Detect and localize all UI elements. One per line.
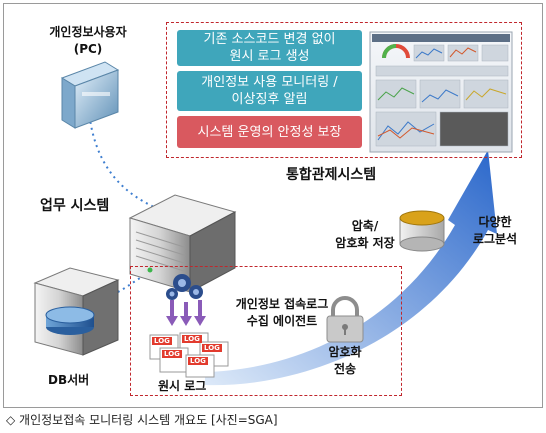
agent-gear-icon — [166, 274, 203, 300]
pc-user-icon — [60, 61, 120, 129]
compress-encrypt-store-label: 압축/ 암호화 저장 — [335, 219, 395, 250]
dashboard-screenshot — [369, 31, 513, 153]
collect-arrows — [166, 300, 206, 326]
work-system-label: 업무 시스템 — [40, 198, 110, 214]
db-server-label: DB서버 — [48, 373, 90, 387]
lock-icon — [326, 296, 364, 343]
db-connection-dotted-line — [104, 271, 151, 299]
work-system-server-icon — [128, 194, 237, 293]
db-server-icon — [33, 267, 120, 356]
encrypt-transfer-label: 암호화 전송 — [328, 345, 362, 376]
log-analysis-label: 다양한 로그분석 — [472, 215, 518, 246]
log-tag: LOG — [188, 357, 208, 365]
log-tag: LOG — [202, 344, 222, 352]
agent-label: 개인정보 접속로그 수집 에이전트 — [235, 297, 329, 328]
log-tag: LOG — [152, 337, 172, 345]
integrated-system-dashed-frame — [166, 22, 522, 158]
storage-cylinder-icon — [399, 210, 445, 252]
raw-log-label: 원시 로그 — [158, 379, 207, 393]
feature-box-1: 기존 소스코드 변경 없이 원시 로그 생성 — [177, 30, 362, 66]
feature-box-2: 개인정보 사용 모니터링 / 이상징후 알림 — [177, 71, 362, 111]
figure-caption: ◇ 개인정보접속 모니터링 시스템 개요도 [사진=SGA] — [6, 413, 278, 427]
feature-box-3: 시스템 운영의 안정성 보장 — [177, 116, 362, 148]
agent-dashed-frame — [130, 266, 402, 396]
pc-user-label: 개인정보사용자 (PC) — [49, 25, 127, 56]
integrated-system-label: 통합관제시스템 — [286, 167, 377, 183]
log-tag: LOG — [182, 335, 202, 343]
log-tag: LOG — [162, 350, 182, 358]
